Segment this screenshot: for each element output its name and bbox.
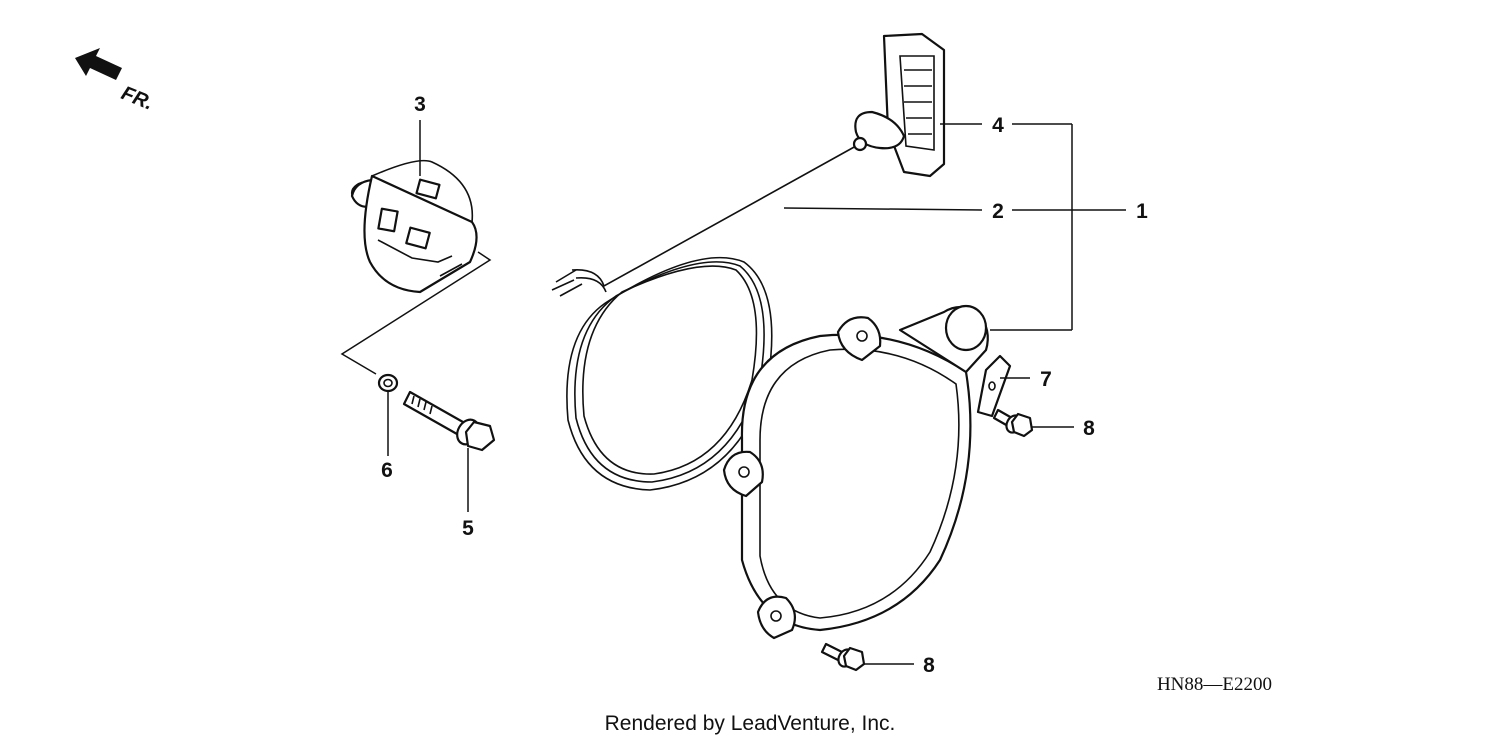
callout-4: 4 (992, 114, 1004, 137)
part-flange-bolt-upper[interactable] (992, 408, 1034, 438)
callout-8-lower: 8 (923, 654, 935, 677)
diagram-code: HN88—E2200 (1157, 674, 1272, 695)
callout-8-upper: 8 (1083, 417, 1095, 440)
part-starter-grip[interactable] (852, 32, 946, 178)
part-recoil-starter-housing[interactable] (722, 304, 989, 640)
front-direction-label: FR. (118, 82, 156, 114)
part-flange-bolt-lower[interactable] (820, 642, 866, 672)
front-direction-arrow-icon (75, 48, 122, 80)
part-starter-rope[interactable] (551, 145, 857, 491)
callout-7: 7 (1040, 368, 1052, 391)
part-washer[interactable] (377, 373, 399, 393)
leader-lines (340, 120, 1126, 665)
part-pulley[interactable] (350, 159, 478, 294)
part-flange-bolt[interactable] (402, 390, 496, 452)
callout-6: 6 (381, 459, 393, 482)
part-guide-plate[interactable] (976, 354, 1012, 418)
render-credit: Rendered by LeadVenture, Inc. (605, 712, 896, 735)
callout-3: 3 (414, 93, 426, 116)
callout-5: 5 (462, 517, 474, 540)
callout-1: 1 (1136, 200, 1148, 223)
callout-2: 2 (992, 200, 1004, 223)
